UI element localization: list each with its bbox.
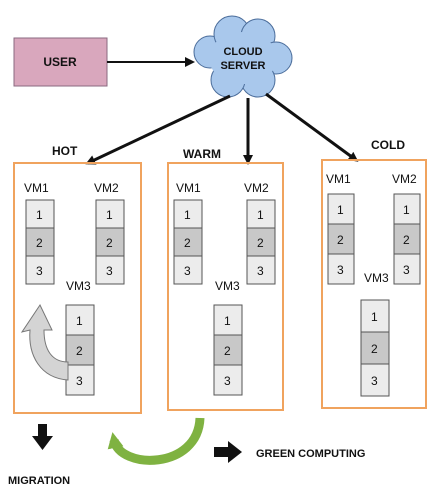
vm-cell-value: 2: [36, 236, 43, 250]
vm-cell: [25, 199, 55, 229]
green-curve-arrow: [107, 417, 205, 465]
group-box-hot: [13, 162, 142, 414]
vm-cell: [65, 304, 95, 336]
vm-cell: [25, 255, 55, 285]
user-box: [13, 37, 108, 87]
hot-vm2-stack: 1 2 3: [95, 199, 125, 285]
vm-cell: [246, 199, 276, 229]
vm-cell-value: 1: [337, 203, 344, 217]
hot-vm1-stack: 1 2 3: [25, 199, 55, 285]
vm-cell-value: 1: [76, 314, 83, 328]
vm-cell: [173, 227, 203, 257]
vm-cell: [393, 253, 421, 285]
vm-cell: [246, 227, 276, 257]
group-label-cold: COLD: [371, 138, 405, 152]
vm-cell-value: 3: [36, 264, 43, 278]
group-label-hot: HOT: [52, 144, 78, 158]
hot-vm3-label: VM3: [66, 279, 91, 293]
vm-cell: [393, 193, 421, 225]
cold-vm2-label: VM2: [392, 172, 417, 186]
vm-cell-value: 3: [76, 374, 83, 388]
vm-cell-value: 2: [371, 342, 378, 356]
user-label: USER: [43, 55, 77, 69]
hot-vm3-stack: 1 2 3: [65, 304, 95, 396]
vm-cell-value: 2: [337, 233, 344, 247]
vm-cell-value: 3: [371, 374, 378, 388]
vm-cell-value: 3: [403, 263, 410, 277]
vm-cell: [393, 223, 421, 255]
vm-cell: [95, 227, 125, 257]
vm-cell-value: 3: [106, 264, 113, 278]
vm-cell-value: 2: [224, 344, 231, 358]
cloud-label-line2: SERVER: [220, 60, 265, 72]
migration-label: MIGRATION: [8, 475, 70, 487]
vm-cell-value: 3: [337, 263, 344, 277]
vm-cell-value: 2: [76, 344, 83, 358]
group-label-warm: WARM: [183, 147, 221, 161]
vm-cell: [246, 255, 276, 285]
vm-cell: [213, 304, 243, 336]
arrow-cloud-to-hot: [85, 94, 231, 165]
warm-vm1-label: VM1: [176, 181, 201, 195]
vm-cell-value: 3: [257, 264, 264, 278]
vm-cell-value: 2: [403, 233, 410, 247]
cold-vm3-stack: 1 2 3: [360, 299, 390, 397]
vm-cell-value: 3: [184, 264, 191, 278]
cold-vm1-stack: 1 2 3: [327, 193, 355, 285]
vm-cell: [360, 363, 390, 397]
vm-cell: [327, 223, 355, 255]
migration-curve-arrow: [20, 303, 69, 381]
vm-cell-value: 1: [106, 208, 113, 222]
warm-vm3-stack: 1 2 3: [213, 304, 243, 396]
group-box-cold: [321, 159, 427, 409]
vm-cell-value: 1: [403, 203, 410, 217]
cloud-label-line1: CLOUD: [223, 46, 262, 58]
warm-vm2-stack: 1 2 3: [246, 199, 276, 285]
vm-cell: [327, 253, 355, 285]
hot-vm1-label: VM1: [24, 181, 49, 195]
vm-cell-value: 3: [224, 374, 231, 388]
vm-cell: [173, 255, 203, 285]
vm-cell: [95, 199, 125, 229]
migration-down-arrow: [32, 424, 53, 450]
hot-vm2-label: VM2: [94, 181, 119, 195]
vm-cell-value: 2: [257, 236, 264, 250]
warm-vm2-label: VM2: [244, 181, 269, 195]
vm-cell: [25, 227, 55, 257]
cold-vm2-stack: 1 2 3: [393, 193, 421, 285]
vm-cell-value: 1: [257, 208, 264, 222]
cold-vm3-label: VM3: [364, 271, 389, 285]
green-computing-label: GREEN COMPUTING: [256, 448, 365, 460]
warm-vm1-stack: 1 2 3: [173, 199, 203, 285]
vm-cell-value: 1: [224, 314, 231, 328]
vm-cell-value: 1: [184, 208, 191, 222]
vm-cell: [213, 364, 243, 396]
cloud-shape: [193, 15, 293, 98]
warm-vm3-label: VM3: [215, 279, 240, 293]
arrow-cloud-to-cold: [265, 92, 359, 162]
vm-cell-value: 1: [371, 310, 378, 324]
cold-vm1-label: VM1: [326, 172, 351, 186]
vm-cell: [173, 199, 203, 229]
vm-cell: [327, 193, 355, 225]
vm-cell-value: 2: [106, 236, 113, 250]
vm-cell-value: 1: [36, 208, 43, 222]
group-box-warm: [167, 162, 284, 411]
vm-cell-value: 2: [184, 236, 191, 250]
vm-cell: [65, 334, 95, 366]
green-computing-arrow: [214, 441, 242, 463]
vm-cell: [95, 255, 125, 285]
